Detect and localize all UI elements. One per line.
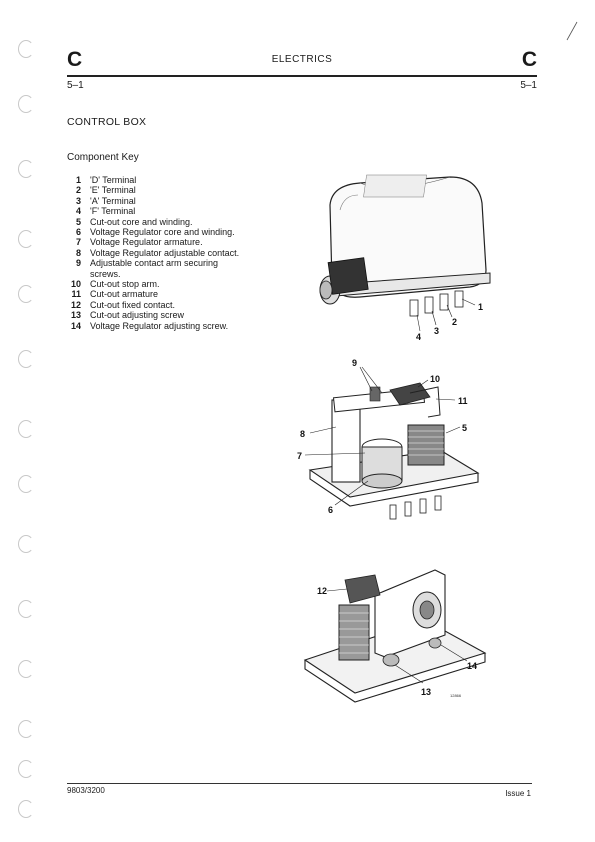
issue-label: Issue 1 xyxy=(505,789,531,798)
callout-label: 6 xyxy=(328,505,333,515)
component-key-item: 7 Voltage Regulator armature. xyxy=(67,237,257,247)
page-number-right: 5–1 xyxy=(520,80,537,91)
document-number: 9803/3200 xyxy=(67,786,105,795)
component-key-text: 'E' Terminal xyxy=(90,185,136,196)
component-key-title: Component Key xyxy=(67,152,139,163)
pen-mark-icon xyxy=(566,21,578,41)
callout-label: 4 xyxy=(416,332,421,342)
callout-label: 8 xyxy=(300,429,305,439)
component-key-text: Voltage Regulator adjustable contact. xyxy=(90,247,240,258)
component-key-number: 6 xyxy=(75,227,81,238)
component-key-number: 8 xyxy=(75,247,81,258)
component-key-item: 2 'E' Terminal xyxy=(67,185,257,195)
component-key-number: 11 xyxy=(71,289,81,300)
component-key-item: 11 Cut-out armature xyxy=(67,289,257,299)
component-key-item: 10 Cut-out stop arm. xyxy=(67,279,257,289)
header-title: ELECTRICS xyxy=(271,54,333,65)
component-key-number: 1 xyxy=(75,175,81,185)
control-box-exterior-diagram: 1 2 3 4 xyxy=(319,174,491,342)
component-key-item: 4 'F' Terminal xyxy=(67,206,257,216)
callout-label: 3 xyxy=(434,326,439,336)
component-key-item: 3 'A' Terminal xyxy=(67,196,257,206)
component-key-item: 12 Cut-out fixed contact. xyxy=(67,300,257,310)
callout-label: 2 xyxy=(452,317,457,327)
component-key-number: 7 xyxy=(75,237,81,248)
callout-label: 13 xyxy=(421,687,431,697)
component-key-number: 3 xyxy=(75,195,81,206)
cut-out-assembly-diagram: 12 14 13 12866 xyxy=(303,569,487,703)
page-header: C ELECTRICS C xyxy=(67,48,537,78)
callout-label: 10 xyxy=(430,374,440,384)
component-key-number: 14 xyxy=(70,320,81,331)
component-key-number: 5 xyxy=(75,216,81,227)
section-letter-right: C xyxy=(521,48,537,71)
component-key-number: 10 xyxy=(70,279,81,290)
component-key-text: Voltage Regulator adjusting screw. xyxy=(90,320,229,331)
callout-label: 7 xyxy=(297,451,302,461)
component-key-text: Cut-out adjusting screw xyxy=(90,310,185,321)
component-key-number: 4 xyxy=(75,206,81,217)
callout-label: 5 xyxy=(462,423,467,433)
component-key-item: 5 Cut-out core and winding. xyxy=(67,217,257,227)
component-key-number: 12 xyxy=(70,299,81,310)
callout-label: 12 xyxy=(317,586,327,596)
callout-label: 14 xyxy=(467,661,477,671)
component-key-number: 13 xyxy=(70,310,81,321)
component-key-text: Cut-out fixed contact. xyxy=(90,299,176,310)
component-key-text: Voltage Regulator core and winding. xyxy=(90,227,235,238)
component-key-text: 'D' Terminal xyxy=(90,175,137,185)
component-key-item: 14 Voltage Regulator adjusting screw. xyxy=(67,321,257,331)
component-key-text: Cut-out armature xyxy=(90,289,159,300)
callout-label: 9 xyxy=(352,358,357,368)
callout-label: 1 xyxy=(478,302,483,312)
component-key-number: 9 xyxy=(75,258,81,269)
component-key-item: 6 Voltage Regulator core and winding. xyxy=(67,227,257,237)
section-letter-left: C xyxy=(67,48,83,71)
section-title: CONTROL BOX xyxy=(67,116,147,128)
component-key-text: 'F' Terminal xyxy=(90,206,136,217)
component-key-text: 'A' Terminal xyxy=(90,195,136,206)
component-key-text: Voltage Regulator armature. xyxy=(90,237,203,248)
binder-holes xyxy=(8,20,48,840)
component-key-number: 2 xyxy=(75,185,81,196)
component-key-item: 1 'D' Terminal xyxy=(67,175,257,185)
footer-rule xyxy=(67,783,532,784)
component-key-item: 9 Adjustable contact arm securing screws. xyxy=(67,258,257,279)
component-key-item: 8 Voltage Regulator adjustable contact. xyxy=(67,248,257,258)
component-key-item: 13 Cut-out adjusting screw xyxy=(67,310,257,320)
component-key-text: Adjustable contact arm securing screws. xyxy=(90,258,219,279)
control-box-internals-diagram: 9 10 11 5 8 7 6 xyxy=(297,358,480,520)
callout-label: 11 xyxy=(458,396,468,406)
component-key-text: Cut-out stop arm. xyxy=(90,279,160,290)
figure-reference: 12866 xyxy=(450,693,462,698)
component-key-text: Cut-out core and winding. xyxy=(90,216,193,227)
header-rule xyxy=(67,75,537,77)
page-number-left: 5–1 xyxy=(67,80,84,91)
